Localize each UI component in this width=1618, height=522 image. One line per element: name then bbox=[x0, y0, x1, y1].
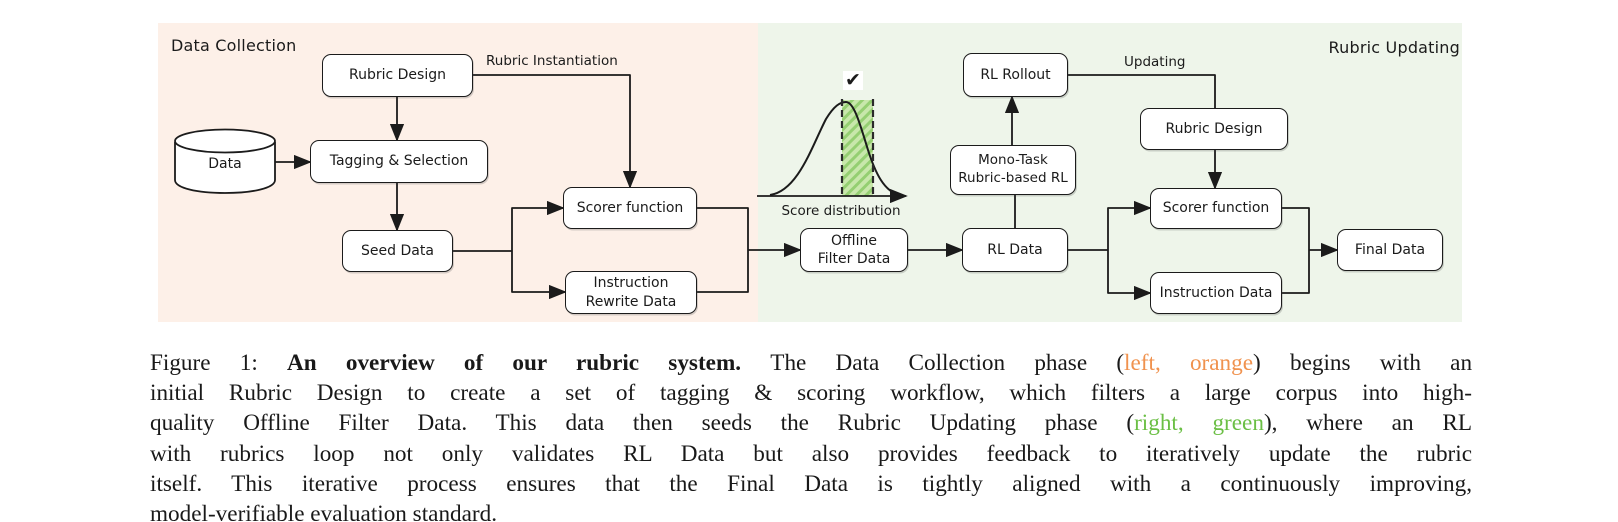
caption-text: ), where an RL bbox=[1263, 410, 1472, 437]
rubric-updating-panel bbox=[758, 23, 1462, 322]
node-rubric-design-right: Rubric Design bbox=[1140, 108, 1288, 150]
caption-line-4: with rubrics loop not only validates RL … bbox=[150, 440, 1472, 467]
node-label: RL Rollout bbox=[980, 66, 1051, 83]
caption-right-green: right, green bbox=[1134, 410, 1264, 437]
caption-text: quality Offline Filter Data. This data t… bbox=[150, 410, 1135, 437]
node-label: Instruction Data bbox=[1159, 284, 1273, 301]
caption-line-3: quality Offline Filter Data. This data t… bbox=[150, 408, 1472, 438]
node-instruction-data: Instruction Data bbox=[1150, 272, 1282, 314]
caption-text: The Data Collection phase ( bbox=[770, 350, 1125, 376]
figure-caption: Figure 1: An overview of our rubric syst… bbox=[150, 348, 1472, 522]
node-label: Mono-Task Rubric-based RL bbox=[958, 152, 1068, 186]
node-rl-rollout: RL Rollout bbox=[963, 53, 1068, 97]
node-seed-data: Seed Data bbox=[342, 230, 453, 272]
node-label: Final Data bbox=[1354, 241, 1426, 258]
caption-text: ) begins with an bbox=[1253, 350, 1473, 376]
node-tagging-selection: Tagging & Selection bbox=[310, 140, 488, 183]
caption-figure-number: Figure 1: bbox=[150, 350, 287, 376]
left-panel-title: Data Collection bbox=[171, 36, 297, 55]
right-panel-title: Rubric Updating bbox=[1328, 38, 1460, 57]
node-label: Scorer function bbox=[1162, 200, 1270, 217]
checkmark-icon: ✔ bbox=[843, 69, 863, 91]
caption-line-5: itself. This iterative process ensures t… bbox=[150, 470, 1472, 497]
node-offline-filter-data: Offline Filter Data bbox=[800, 228, 908, 272]
node-final-data: Final Data bbox=[1337, 229, 1443, 271]
label-updating: Updating bbox=[1124, 54, 1186, 70]
node-label: Scorer function bbox=[576, 199, 684, 216]
caption-line-2: initial Rubric Design to create a set of… bbox=[150, 380, 1472, 407]
label-score-distribution: Score distribution bbox=[781, 203, 901, 219]
node-rubric-design-left: Rubric Design bbox=[322, 54, 473, 97]
node-label: Seed Data bbox=[361, 242, 434, 259]
node-scorer-function-right: Scorer function bbox=[1150, 188, 1282, 229]
node-label: Instruction Rewrite Data bbox=[585, 275, 677, 310]
caption-line-6: model-verifiable evaluation standard. bbox=[150, 501, 498, 522]
node-rl-data: RL Data bbox=[962, 228, 1068, 272]
node-label: RL Data bbox=[987, 241, 1043, 258]
node-mono-task-rubric-rl: Mono-Task Rubric-based RL bbox=[950, 145, 1076, 195]
caption-line-1: Figure 1: An overview of our rubric syst… bbox=[150, 348, 1472, 378]
node-instruction-rewrite-data: Instruction Rewrite Data bbox=[565, 271, 697, 314]
node-scorer-function-left: Scorer function bbox=[563, 187, 697, 229]
label-rubric-instantiation: Rubric Instantiation bbox=[486, 53, 618, 69]
node-label: Offline Filter Data bbox=[817, 232, 891, 267]
caption-left-orange: left, orange bbox=[1124, 350, 1254, 376]
node-data-cylinder-label: Data bbox=[175, 145, 275, 183]
node-label: Data bbox=[208, 156, 242, 172]
node-label: Tagging & Selection bbox=[329, 153, 469, 170]
node-label: Rubric Design bbox=[1165, 120, 1263, 137]
caption-bold-title: An overview of our rubric system. bbox=[287, 350, 771, 376]
node-label: Rubric Design bbox=[349, 67, 446, 84]
